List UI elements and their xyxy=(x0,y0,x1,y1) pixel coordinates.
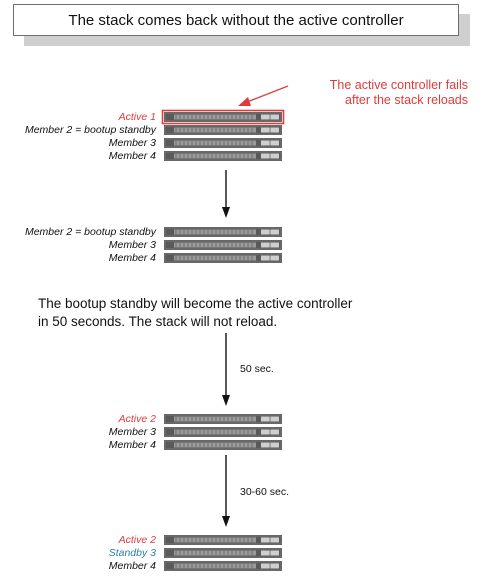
switch-member-4 xyxy=(164,440,282,450)
switch-member-3 xyxy=(164,138,282,148)
label-member-2-bootup-standby: Member 2 = bootup standby xyxy=(24,226,156,238)
label-member-4: Member 4 xyxy=(108,252,156,264)
switch-active-2 xyxy=(164,414,282,424)
switch-member-2 xyxy=(164,125,282,135)
label-member-3: Member 3 xyxy=(108,137,156,149)
switch-member-4 xyxy=(164,151,282,161)
switch-member-3 xyxy=(164,240,282,250)
diagram-title-text: The stack comes back without the active … xyxy=(68,11,404,29)
label-active-1: Active 1 xyxy=(118,111,156,123)
failure-callout: The active controller fails after the st… xyxy=(288,78,468,108)
switch-member-4 xyxy=(164,561,282,571)
switch-standby-3 xyxy=(164,548,282,558)
switch-member-2 xyxy=(164,227,282,237)
switch-active-1 xyxy=(161,109,285,125)
label-member-4: Member 4 xyxy=(108,150,156,162)
label-standby-3: Standby 3 xyxy=(108,547,156,559)
flow-arrow-30-60-sec xyxy=(222,455,230,527)
note-line-1: The bootup standby will become the activ… xyxy=(38,296,353,311)
label-member-3: Member 3 xyxy=(108,426,156,438)
flow-arrow-reload xyxy=(222,170,230,218)
callout-line-2: after the stack reloads xyxy=(345,93,468,107)
switch-member-4 xyxy=(164,253,282,263)
label-active-2: Active 2 xyxy=(118,413,156,425)
label-member-3: Member 3 xyxy=(108,239,156,251)
note-line-2: in 50 seconds. The stack will not reload… xyxy=(38,314,278,329)
switch-member-3 xyxy=(164,427,282,437)
label-active-2: Active 2 xyxy=(118,534,156,546)
label-member-4: Member 4 xyxy=(108,439,156,451)
label-member-2-bootup-standby: Member 2 = bootup standby xyxy=(24,124,156,136)
switch-active-2 xyxy=(164,535,282,545)
explanation-note: The bootup standby will become the activ… xyxy=(38,295,458,331)
failed-controller-highlight xyxy=(161,109,285,125)
diagram-title: The stack comes back without the active … xyxy=(13,4,459,36)
callout-pointer-arrow xyxy=(238,85,289,106)
timer-label-30-60-sec: 30-60 sec. xyxy=(240,486,290,498)
callout-line-1: The active controller fails xyxy=(329,78,468,92)
timer-label-50-sec: 50 sec. xyxy=(240,363,274,375)
label-member-4: Member 4 xyxy=(108,560,156,572)
flow-arrow-50-sec xyxy=(222,333,230,406)
